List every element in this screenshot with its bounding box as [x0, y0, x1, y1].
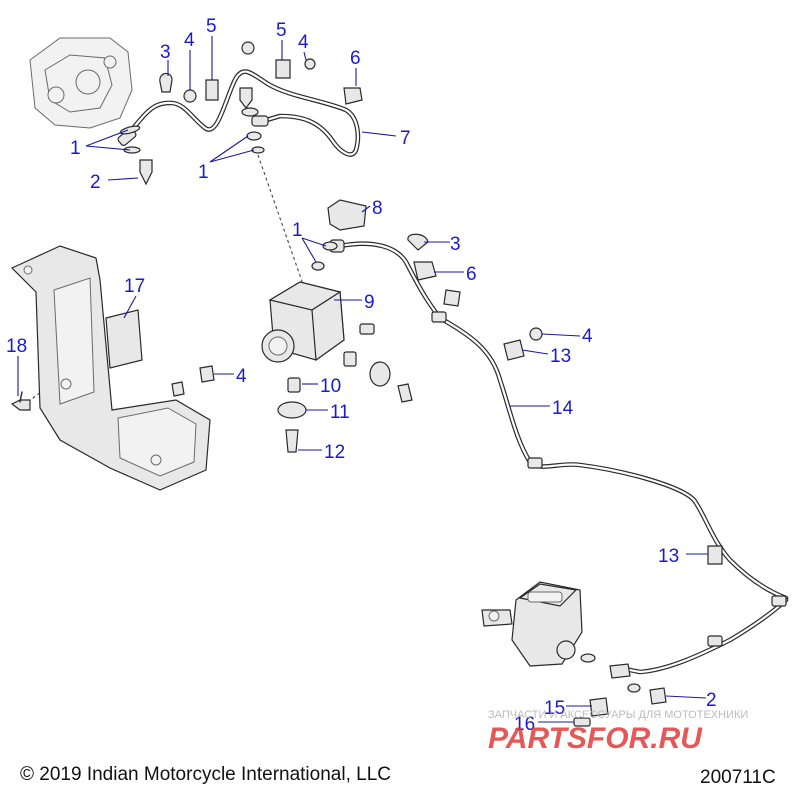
- callout-4-bolt-mid-right: 4: [582, 326, 593, 347]
- callout-1-abs-washers: 1: [292, 220, 303, 241]
- callout-1-top-washers: 1: [198, 162, 209, 183]
- callout-11-grommet: 11: [330, 402, 350, 423]
- callout-7-rear-brake-line: 7: [400, 128, 411, 149]
- callout-4-bolt-bracket: 4: [236, 366, 247, 387]
- callout-10-spacer: 10: [320, 376, 341, 397]
- abs-module-9: [261, 281, 375, 363]
- callout-3-clip-mid: 3: [450, 234, 461, 255]
- callout-labels: 1 1 1 2 2 3 3 4 4 4 4 5 5 6 6 7 8 9 10 1…: [6, 16, 717, 735]
- figure-id: 200711C: [700, 767, 776, 788]
- rear-brake-line-7: [117, 69, 361, 157]
- mounting-bracket-17: [10, 245, 211, 491]
- front-brake-line-14: [329, 239, 789, 675]
- callout-2-banjo-bolt-top: 2: [90, 172, 101, 193]
- callout-8-bracket: 8: [372, 198, 383, 219]
- callout-15-fitting: 15: [544, 698, 565, 719]
- callout-2-banjo-bolt-bottom: 2: [706, 690, 717, 711]
- watermark-tagline: ЗАПЧАСТИ И АКСЕССУАРЫ ДЛЯ МОТОТЕХНИКИ: [488, 709, 748, 721]
- hardware-top: [119, 41, 363, 186]
- callout-18-bracket-bolt: 18: [6, 336, 27, 357]
- callout-17-mounting-bracket: 17: [124, 276, 145, 297]
- callout-6-sensor-top: 6: [350, 48, 361, 69]
- callout-13-clip-bottom: 13: [658, 546, 679, 567]
- rear-brake-caliper: [29, 37, 133, 129]
- callout-16-seal: 16: [514, 714, 535, 735]
- callout-12-screw: 12: [324, 442, 345, 463]
- front-master-cylinder: [481, 581, 667, 727]
- callout-5-clip-top-left: 5: [206, 16, 217, 37]
- callout-14-front-brake-line: 14: [552, 398, 574, 419]
- callout-6-sensor-mid: 6: [466, 264, 477, 285]
- callout-5-clip-top-right: 5: [276, 20, 287, 41]
- callout-leaders: [17, 36, 708, 723]
- callout-1-caliper-washers: 1: [70, 138, 81, 159]
- watermark-brand: PARTSFOR.RU: [488, 722, 703, 755]
- callout-4-bolt-top-right: 4: [298, 32, 309, 53]
- callout-3-clip-top: 3: [160, 42, 171, 63]
- callout-4-bolt-top-left: 4: [184, 30, 195, 51]
- bracket-bolts: [10, 365, 215, 411]
- copyright-notice: © 2019 Indian Motorcycle International, …: [20, 764, 391, 785]
- abs-mounting-hardware: [277, 351, 413, 453]
- watermark: ЗАПЧАСТИ И АКСЕССУАРЫ ДЛЯ МОТОТЕХНИКИ PA…: [488, 709, 748, 755]
- callout-13-clip-mid: 13: [550, 346, 571, 367]
- callout-9-abs-module: 9: [364, 292, 375, 313]
- hardware-mid: [311, 199, 723, 565]
